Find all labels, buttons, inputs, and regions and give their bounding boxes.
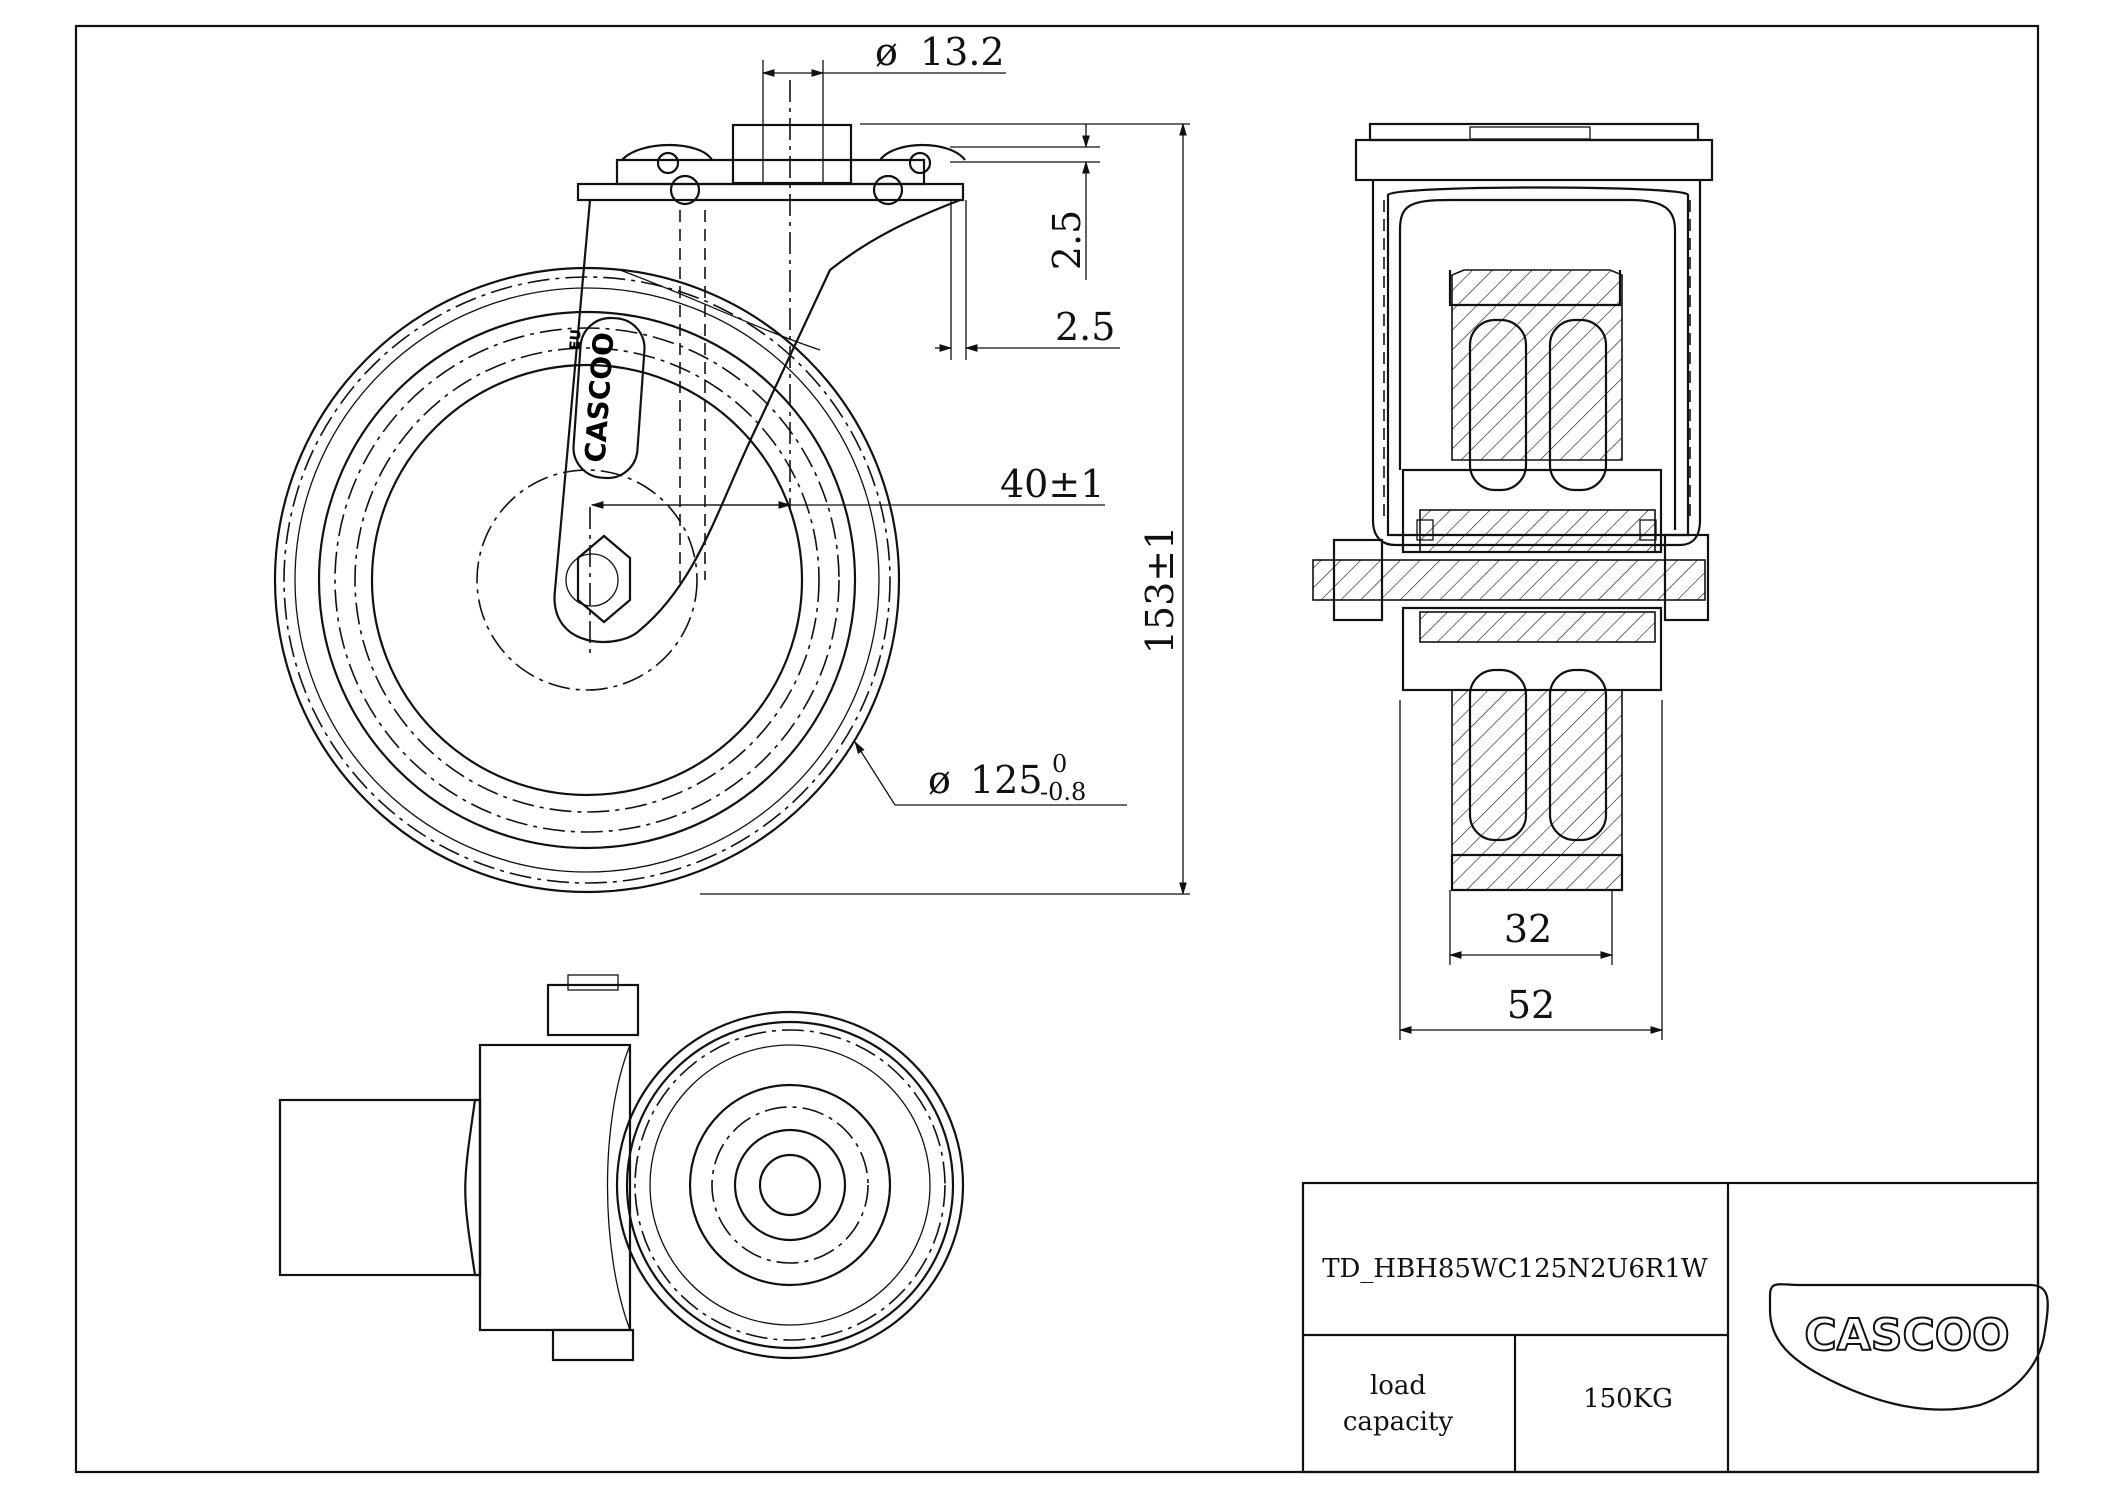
- brand-logo-badge: [1768, 1283, 2049, 1411]
- wheel-tol-upper: 0: [1052, 750, 1067, 778]
- side-view: CASCOO EU: [273, 80, 966, 894]
- swivel-offset-dim: 40±1: [1000, 462, 1104, 506]
- wheel-diameter-dim: 125: [970, 758, 1043, 802]
- wheel-tol-lower: -0.8: [1040, 778, 1086, 806]
- load-label-line1: load: [1370, 1371, 1426, 1401]
- bore-dim: 13.2: [920, 30, 1005, 74]
- offset-dim: 2.5: [1055, 305, 1115, 349]
- load-label-line2: capacity: [1343, 1407, 1454, 1437]
- front-view-dimensions: 32 52: [1398, 700, 1664, 1040]
- overall-width-dim: 52: [1507, 983, 1555, 1027]
- plate-thickness-dim: 2.5: [1045, 210, 1089, 270]
- part-number: TD_HBH85WC125N2U6R1W: [1322, 1254, 1708, 1284]
- fork-small-text: EU: [567, 329, 584, 351]
- wheel-dim-symbol: ø: [928, 758, 951, 802]
- fork-logo: CASCOO: [579, 331, 621, 464]
- side-view-dimensions: ø 13.2 153±1 2.5 2.5 40±1 ø 125 0 -0.8: [590, 30, 1190, 896]
- bore-dim-symbol: ø: [875, 30, 898, 74]
- sheet-border: [74, 24, 2040, 1474]
- hub-width-dim: 32: [1504, 907, 1552, 951]
- height-dim: 153±1: [1138, 526, 1182, 655]
- brand-logo: CASCOO: [1804, 1310, 2009, 1361]
- front-section-view: [1312, 122, 1714, 892]
- top-view: [278, 974, 965, 1362]
- load-value: 150KG: [1583, 1384, 1673, 1414]
- title-block: TD_HBH85WC125N2U6R1W load capacity 150KG…: [1301, 1181, 2049, 1474]
